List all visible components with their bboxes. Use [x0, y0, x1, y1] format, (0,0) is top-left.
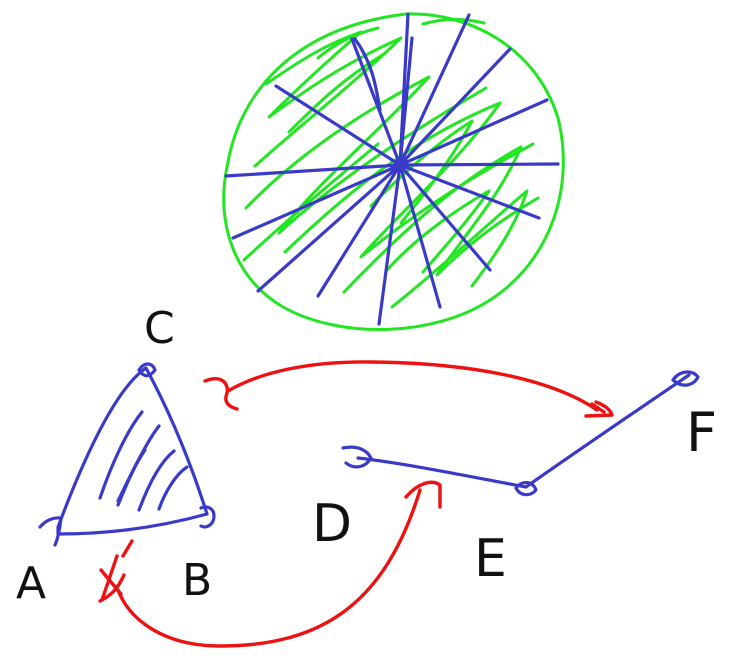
label-d: D — [312, 494, 352, 554]
top-arrow-curve — [203, 360, 599, 412]
top-arrow-head-icon — [584, 400, 614, 418]
label-b: B — [182, 555, 212, 606]
wheel-outline — [222, 12, 565, 331]
vertex-d-icon — [341, 445, 373, 469]
red-arrows — [98, 360, 614, 648]
vertex-b-icon — [199, 505, 216, 529]
vertex-f-icon — [671, 370, 700, 387]
labels: C A B D E F — [16, 303, 717, 609]
triangle-hatching — [98, 410, 189, 512]
wheel-blue-spokes — [224, 12, 560, 326]
wheel-shape — [222, 12, 565, 331]
triangle-abc — [38, 362, 216, 547]
vertex-e-icon — [514, 481, 538, 497]
vertex-a-icon — [38, 516, 63, 547]
vertex-c-icon — [137, 362, 157, 378]
triangle-outline — [56, 366, 209, 536]
label-c: C — [144, 303, 175, 354]
label-a: A — [16, 558, 46, 609]
bottom-arrow-head-icon — [404, 480, 442, 509]
label-f: F — [686, 401, 717, 464]
triangle-vertices — [38, 362, 216, 547]
label-e: E — [474, 529, 507, 589]
path-def-line — [356, 373, 691, 489]
bottom-arrow-start-icon — [99, 539, 134, 602]
bottom-arrow-curve — [98, 488, 422, 648]
path-def — [341, 370, 700, 497]
